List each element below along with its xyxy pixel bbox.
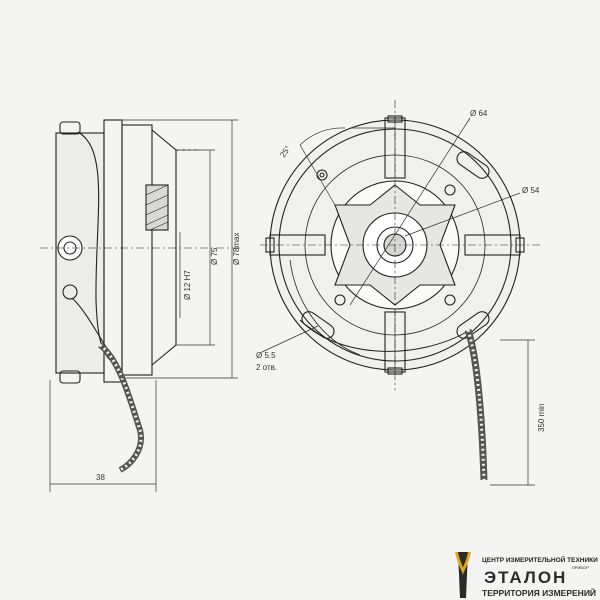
dim-holes-label: 2 отв.: [256, 363, 277, 372]
dim-d54-label: Ø 54: [522, 186, 540, 195]
dim-angle-label: 25°: [278, 144, 292, 159]
brand-top-line: ЦЕНТР ИЗМЕРИТЕЛЬНОЙ ТЕХНИКИ: [482, 555, 598, 564]
dim-d78-label: Ø 78max: [232, 233, 241, 265]
dim-length350-label: 350 min: [537, 404, 546, 432]
front-view: [260, 100, 540, 481]
brand-small-label: ПРИБОР: [572, 565, 589, 570]
dim-d12-label: Ø 12 H7: [183, 270, 192, 300]
brand-bottom-line: ТЕРРИТОРИЯ ИЗМЕРЕНИЙ: [482, 587, 596, 598]
brand-logo: ЦЕНТР ИЗМЕРИТЕЛЬНОЙ ТЕХНИКИ ПРИБОР ЭТАЛО…: [455, 552, 598, 598]
brand-emblem-icon: [455, 552, 471, 598]
brand-name: ЭТАЛОН: [484, 568, 567, 587]
dim-d64-label: Ø 64: [470, 109, 488, 118]
dim-d75-label: Ø 75: [210, 247, 219, 265]
dim-d55-label: Ø 5.5: [256, 351, 276, 360]
side-dimension-lines: [49, 119, 238, 492]
side-view: [40, 119, 240, 473]
dim-width38-label: 38: [96, 473, 105, 482]
front-dimension-lines: [261, 117, 535, 486]
